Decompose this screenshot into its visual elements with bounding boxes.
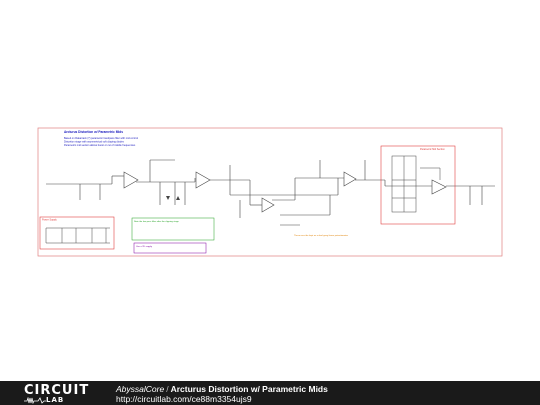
schematic-title: Arcturus Distortion w/ Parametric Mids (64, 130, 123, 134)
clipping-diode-1 (166, 196, 170, 200)
description-line-3: Parametric mid section allows boost or c… (64, 144, 136, 147)
opamp-tone (343, 171, 357, 187)
parametric-eq-wires (391, 155, 441, 213)
schematic-canvas: Arcturus Distortion w/ Parametric Mids B… (37, 127, 503, 257)
logo-waveform-icon (24, 397, 46, 404)
description-line-1: Based on Rakarrack (?) parametric bandpa… (64, 137, 138, 140)
power-supply-box (39, 216, 115, 250)
opamp-gain-stage (195, 171, 211, 189)
note-box-green (131, 217, 215, 241)
schematic-frame (37, 127, 503, 257)
footer-bar (0, 381, 540, 405)
power-supply-label: Power Supply (42, 219, 58, 222)
signal-path (46, 159, 495, 226)
orange-note: These must be kept as a dual gang linear… (294, 234, 348, 237)
title-separator: / (166, 384, 169, 394)
logo-text-lab: LAB (46, 396, 65, 404)
power-supply-wires (45, 227, 110, 244)
parametric-eq-label: Parametric Mid Section (420, 148, 445, 151)
opamp-input-buffer (123, 171, 139, 189)
green-note: Note the low pass filter after the clipp… (134, 220, 180, 223)
logo-text-circuit: CIRCUIT (24, 383, 90, 398)
description-line-2: Distortion stage with asymmetrical soft … (64, 141, 125, 144)
opamp-output (431, 179, 447, 195)
circuitlab-logo[interactable]: CIRCUIT LAB (24, 383, 94, 404)
author-name[interactable]: AbyssalCore (116, 384, 165, 394)
footer-title-line: AbyssalCore/Arcturus Distortion w/ Param… (116, 384, 328, 394)
project-url[interactable]: http://circuitlab.com/ce88m3354ujs9 (116, 394, 252, 404)
note-box-purple (133, 242, 207, 254)
opamp-lowpass (261, 197, 275, 213)
parametric-eq-box (380, 145, 456, 225)
project-title: Arcturus Distortion w/ Parametric Mids (170, 384, 328, 394)
purple-note: Use a 9V supply (136, 246, 153, 248)
clipping-diode-2 (176, 196, 180, 200)
